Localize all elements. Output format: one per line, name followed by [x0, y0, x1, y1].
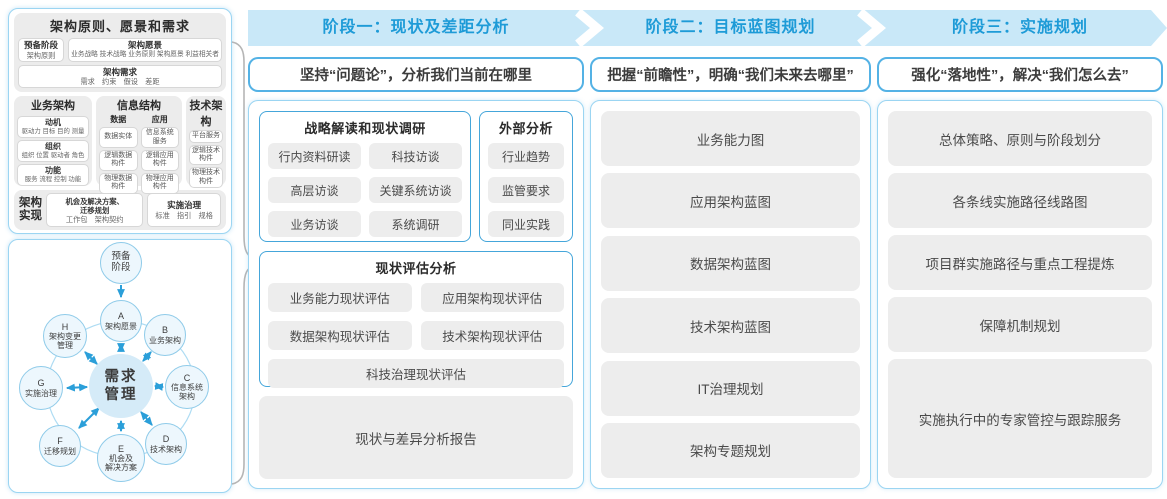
- phase3-header: 阶段三：实施规划: [951, 19, 1088, 36]
- arrow-center-h: [84, 351, 98, 365]
- adm-node-prep: 预备 阶段: [100, 242, 142, 284]
- deliverable-item: 保障机制规划: [888, 297, 1152, 352]
- arrow-center-c: [153, 382, 165, 391]
- implementation-governance-box: 实施治理 标准 指引 规格: [147, 193, 221, 228]
- architecture-requirements-box: 架构需求 需求 约束 假设 差距: [18, 64, 222, 89]
- logical-tech-box: 逻辑技术 构件: [189, 144, 223, 166]
- architecture-content-panel: 架构原则、愿景和需求 预备阶段 架构原则 架构愿景 业务战略 技术战略 业务原则…: [8, 8, 232, 234]
- strategy-research-group: 战略解读和现状调研 行内资料研读 科技访谈 高层访谈 关键系统访谈 业务访谈 系…: [259, 111, 471, 242]
- logical-data-box: 逻辑数据 构件: [99, 150, 138, 171]
- platform-service-box: 平台服务: [189, 130, 223, 143]
- activity-item: 关键系统访谈: [368, 177, 462, 203]
- architecture-vision-box: 架构愿景 业务战略 技术战略 业务原则 架构愿景 利益相关者: [68, 38, 222, 62]
- adm-center-requirements-management: 需求 管理: [89, 354, 153, 418]
- gap-analysis-report-box: 现状与差异分析报告: [259, 396, 573, 479]
- activity-item: 业务访谈: [268, 211, 361, 237]
- phase2-header: 阶段二：目标蓝图规划: [645, 19, 816, 36]
- assessment-item: 科技治理现状评估: [268, 359, 564, 388]
- physical-tech-box: 物理技术 构件: [189, 167, 223, 189]
- deliverable-item: 数据架构蓝图: [601, 235, 860, 291]
- phase1-header: 阶段一：现状及差距分析: [322, 19, 510, 36]
- deliverable-item: IT治理规划: [601, 360, 860, 416]
- activity-item: 行业趋势: [487, 143, 564, 169]
- activity-item: 系统调研: [368, 211, 462, 237]
- application-subcolumn: 应用 信息系统 服务 逻辑应用 构件 物理应用 构件: [140, 114, 179, 194]
- activity-item: 科技访谈: [368, 143, 462, 169]
- logical-app-box: 逻辑应用 构件: [140, 150, 179, 171]
- external-analysis-group: 外部分析 行业趋势 监管要求 同业实践: [478, 111, 573, 242]
- band-chevron-separators: [248, 10, 1167, 46]
- deliverable-item: 业务能力图: [601, 111, 860, 166]
- phase3-subtitle: 强化“落地性”，解决“我们怎么去”: [877, 57, 1163, 92]
- assessment-item: 技术架构现状评估: [420, 321, 564, 350]
- business-architecture-column: 业务架构 动机 驱动力 目标 目的 测量 组织 组织 位置 驱动者 角色 功能 …: [14, 96, 92, 187]
- phase2-column: 业务能力图 应用架构蓝图 数据架构蓝图 技术架构蓝图 IT治理规划 架构专题规划: [590, 100, 871, 489]
- deliverable-item: 实施执行中的专家管控与跟踪服务: [888, 359, 1152, 478]
- realization-label: 架构 实现: [19, 197, 42, 223]
- principles-vision-block: 架构原则、愿景和需求 预备阶段 架构原则 架构愿景 业务战略 技术战略 业务原则…: [14, 13, 226, 93]
- physical-app-box: 物理应用 构件: [140, 172, 179, 194]
- prep-phase-box: 预备阶段 架构原则: [18, 38, 64, 62]
- deliverable-item: 总体策略、原则与阶段划分: [888, 111, 1152, 166]
- assessment-item: 业务能力现状评估: [268, 283, 412, 312]
- deliverable-item: 应用架构蓝图: [601, 173, 860, 229]
- panel-title: 架构原则、愿景和需求: [49, 19, 190, 34]
- phase1-subtitle: 坚持“问题论”，分析我们当前在哪里: [248, 57, 584, 92]
- deliverable-item: 架构专题规划: [601, 422, 860, 478]
- arrow-center-f: [78, 407, 100, 429]
- function-box: 功能 服务 流程 控制 功能: [17, 164, 89, 187]
- data-subcolumn: 数据 数据实体 逻辑数据 构件 物理数据 构件: [99, 114, 138, 194]
- information-structure-column: 信息结构 数据 数据实体 逻辑数据 构件 物理数据 构件 应用 信息系统 服务 …: [96, 96, 182, 194]
- deliverable-item: 项目群实施路径与重点工程提炼: [888, 235, 1152, 290]
- current-state-assessment-group: 现状评估分析 业务能力现状评估 应用架构现状评估 数据架构现状评估 技术架构现状…: [259, 251, 573, 388]
- arrow-center-b: [142, 351, 152, 362]
- arrow-center-g: [65, 383, 89, 392]
- assessment-item: 应用架构现状评估: [420, 283, 564, 312]
- deliverable-item: 技术架构蓝图: [601, 298, 860, 354]
- activity-item: 行内资料研读: [268, 143, 361, 169]
- phase1-column: 战略解读和现状调研 行内资料研读 科技访谈 高层访谈 关键系统访谈 业务访谈 系…: [248, 100, 584, 489]
- organization-box: 组织 组织 位置 驱动者 角色: [17, 140, 89, 163]
- technology-architecture-column: 技术架构 平台服务 逻辑技术 构件 物理技术 构件: [186, 96, 226, 189]
- activity-item: 高层访谈: [268, 177, 361, 203]
- phase3-column: 总体策略、原则与阶段划分 各条线实施路径线路图 项目群实施路径与重点工程提炼 保…: [877, 100, 1163, 489]
- opportunities-migration-box: 机会及解决方案、 迁移规划 工作包 架构契约: [46, 193, 144, 228]
- arrow-center-d: [140, 411, 153, 426]
- architecture-domains-row: 业务架构 动机 驱动力 目标 目的 测量 组织 组织 位置 驱动者 角色 功能 …: [14, 96, 226, 194]
- activity-item: 监管要求: [487, 177, 564, 203]
- physical-data-box: 物理数据 构件: [99, 172, 138, 194]
- motivation-box: 动机 驱动力 目标 目的 测量: [17, 116, 89, 139]
- phase-header-band: 阶段一：现状及差距分析 阶段二：目标蓝图规划 阶段三：实施规划: [248, 10, 1167, 46]
- assessment-item: 数据架构现状评估: [268, 321, 412, 350]
- phase2-subtitle: 把握“前瞻性”，明确“我们未来去哪里”: [590, 57, 871, 92]
- deliverable-item: 各条线实施路径线路图: [888, 173, 1152, 228]
- data-entity-box: 数据实体: [99, 127, 138, 149]
- info-system-service-box: 信息系统 服务: [140, 127, 179, 149]
- architecture-realization-block: 架构 实现 机会及解决方案、 迁移规划 工作包 架构契约 实施治理 标准 指引 …: [14, 190, 226, 231]
- activity-item: 同业实践: [487, 211, 564, 237]
